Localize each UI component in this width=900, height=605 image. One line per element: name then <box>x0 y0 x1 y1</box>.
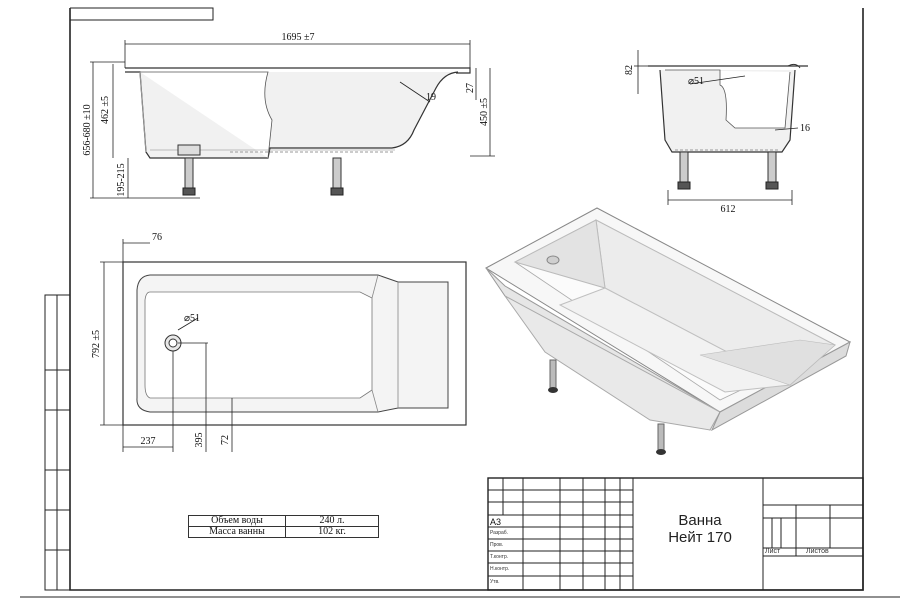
format-label: A3 <box>490 517 502 527</box>
isometric-view <box>485 207 852 455</box>
end-rim-dim: 82 <box>624 65 635 75</box>
side-leg-height-dim: 195-215 <box>116 163 127 196</box>
top-offset-dim: 76 <box>152 232 162 243</box>
table-row: Масса ванны 102 кг. <box>188 526 379 538</box>
top-drain-y2-dim: 72 <box>220 435 231 445</box>
side-rim-radius-dim: 19 <box>426 92 436 103</box>
sheet-frame <box>20 7 900 598</box>
spec-label: Масса ванны <box>188 526 286 538</box>
top-drain-y1-dim: 395 <box>194 433 205 448</box>
title-line-1: Ванна <box>678 512 722 529</box>
role-label: Н.контр. <box>490 566 510 572</box>
role-label: Утв. <box>490 579 500 585</box>
title-line-2: Нейт 170 <box>668 529 732 546</box>
spec-value: 240 л. <box>285 515 379 527</box>
drawing-title: Ванна Нейт 170 <box>640 512 760 546</box>
specs-table: Объем воды 240 л. Масса ванны 102 кг. <box>188 515 379 538</box>
top-drain-dim: ⌀51 <box>184 313 200 324</box>
role-label: Т.контр. <box>490 554 509 560</box>
side-length-dim: 1695 ±7 <box>282 32 315 43</box>
end-view: 82 ⌀51 16 612 <box>624 50 810 215</box>
spec-label: Объем воды <box>188 515 286 527</box>
side-total-height-dim: 656-680 ±10 <box>82 104 93 155</box>
title-block <box>487 477 864 591</box>
end-wall-dim: 16 <box>800 123 810 134</box>
top-view: 76 792 ±5 ⌀51 237 395 72 <box>91 232 467 452</box>
end-drain-dim: ⌀51 <box>688 76 704 87</box>
role-label: Пров. <box>490 542 504 548</box>
end-width-dim: 612 <box>721 204 736 215</box>
sheets-label: Листов <box>806 548 829 555</box>
top-width-dim: 792 ±5 <box>91 330 102 358</box>
sheet-label: Лист <box>765 548 781 555</box>
spec-value: 102 кг. <box>285 526 379 538</box>
side-view: 1695 ±7 656-680 ±10 462 ±5 195-215 19 27… <box>82 32 495 199</box>
table-row: Объем воды 240 л. <box>188 515 379 527</box>
side-right-height-dim: 450 ±5 <box>479 98 490 126</box>
side-rim-top-dim: 27 <box>465 83 476 93</box>
top-drain-x-dim: 237 <box>141 436 156 447</box>
side-height-dim: 462 ±5 <box>100 96 111 124</box>
role-label: Разраб. <box>490 530 509 536</box>
